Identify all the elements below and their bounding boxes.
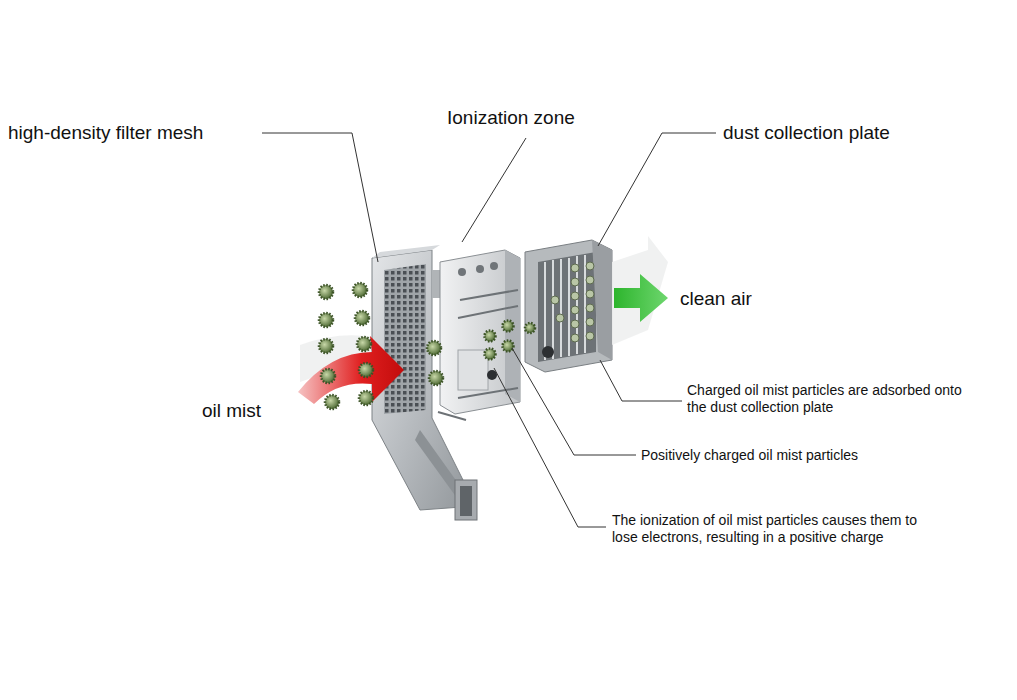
part-label: high-density filter mesh	[8, 121, 203, 144]
part-label: dust collection plate	[723, 121, 890, 144]
flow-label: oil mist	[202, 399, 261, 422]
flow-label: clean air	[680, 287, 752, 310]
note-label: Positively charged oil mist particles	[641, 447, 858, 464]
part-label: Ionization zone	[447, 106, 575, 129]
note-label: The ionization of oil mist particles cau…	[612, 512, 942, 546]
note-label: Charged oil mist particles are adsorbed …	[687, 382, 977, 416]
